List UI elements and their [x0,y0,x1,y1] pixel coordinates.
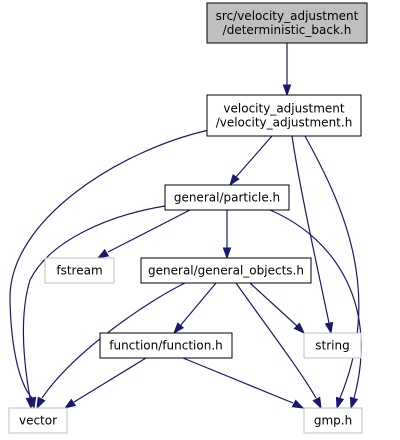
edge-line [235,135,273,178]
node-label-line: fstream [56,264,102,278]
edge-arrowhead [291,399,305,409]
edge-line [182,357,294,404]
node-label-line: /deterministic_back.h [223,23,352,37]
node-label-line: string [315,339,349,353]
edge-line [304,135,360,399]
edge-line [107,209,191,253]
node-box [303,407,363,434]
edge-general_objects-to-string [249,282,306,335]
node-label-line: gmp.h [314,414,352,428]
node-box [206,2,368,44]
node-general_objects[interactable]: general/general_objects.h [140,257,312,284]
edge-particle-to-fstream [96,209,191,259]
edge-arrowhead [96,248,110,259]
node-box [303,332,362,359]
edge-line [179,282,217,327]
edge-deterministic_back-to-velocity_adjustment [282,43,292,97]
edge-arrowhead [229,174,240,187]
edge-arrowhead [36,396,46,410]
node-label-line: src/velocity_adjustment [216,9,359,23]
node-label-line: vector [19,414,57,428]
edge-arrowhead [335,396,345,410]
node-box [8,407,68,434]
edges-layer [9,43,362,410]
edge-line [249,282,298,327]
node-label-line: velocity_adjustment [223,102,344,116]
node-gmp[interactable]: gmp.h [303,407,363,434]
edge-arrowhead [293,322,306,335]
edge-velocity_adjustment-to-particle [229,135,273,187]
nodes-layer: src/velocity_adjustment/deterministic_ba… [8,2,368,434]
edge-line [235,282,317,399]
edge-general_objects-to-function [173,282,217,335]
edge-line [9,129,210,399]
edge-arrowhead [63,398,77,409]
edge-line [41,282,186,399]
node-particle[interactable]: general/particle.h [164,184,290,211]
node-box [44,257,115,284]
node-deterministic_back: src/velocity_adjustment/deterministic_ba… [206,2,368,44]
node-vector[interactable]: vector [8,407,68,434]
edge-general_objects-to-gmp [235,282,322,410]
edge-line [291,135,330,324]
node-box [164,184,290,211]
edge-general_objects-to-vector [36,282,186,410]
edge-line [73,357,147,403]
node-label-line: general/general_objects.h [148,264,304,278]
edge-arrowhead [282,84,292,97]
node-box [140,257,312,284]
edge-particle-to-general_objects [222,210,232,260]
node-velocity_adjustment[interactable]: velocity_adjustment/velocity_adjustment.… [206,94,362,137]
node-label-line: /velocity_adjustment.h [216,116,353,130]
edge-velocity_adjustment-to-gmp [304,135,360,410]
edge-arrowhead [324,321,334,335]
edge-particle-to-vector [22,205,166,410]
edge-line [22,205,166,399]
edge-line [269,209,362,399]
edge-arrowhead [349,396,359,410]
node-box [206,94,362,137]
edge-arrowhead [25,397,35,410]
node-fstream[interactable]: fstream [44,257,115,284]
edge-velocity_adjustment-to-string [291,135,334,335]
node-function[interactable]: function/function.h [99,332,233,359]
edge-arrowhead [222,247,232,260]
edge-function-to-gmp [182,357,305,409]
node-label-line: general/particle.h [174,191,280,205]
edge-particle-to-gmp [269,209,362,410]
node-box [99,332,233,359]
edge-arrowhead [173,322,185,335]
edge-arrowhead [312,396,322,410]
node-label-line: function/function.h [109,339,223,353]
edge-function-to-vector [63,357,147,409]
node-string[interactable]: string [303,332,362,359]
